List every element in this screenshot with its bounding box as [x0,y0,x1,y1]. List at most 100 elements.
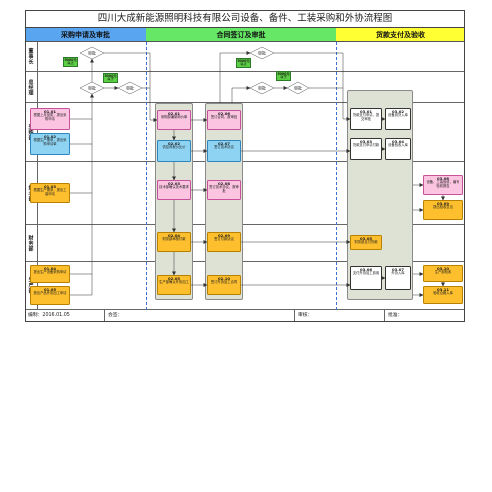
note-line: 5000元 [64,57,77,62]
step-code: 02.02 [167,140,180,146]
approval-note: 5000元 以下 [103,73,118,83]
step-code: 03.09 [436,200,449,206]
lane-label: 生产部 [28,277,35,294]
step-text: 货款支付申请，提交审批 [352,113,380,122]
step-text: 根据上月品质，提出采购申请 [33,113,67,122]
step-code: 03.11 [436,286,449,292]
step-code: 01.05 [43,286,56,292]
step-code: 03.06 [359,266,372,272]
step-text: 生产部验收 [434,270,452,275]
step-text: 设备、工装验收，编写验收报告 [426,180,460,189]
approval-note: 5000元 以上 [236,58,251,68]
step-text: 根据生产需求，提出工装申请 [33,188,67,197]
page-title: 四川大成新能源照明科技有限公司设备、备件、工装采购和外协流程图 [25,10,465,28]
step-text: 支付外协加工费用 [352,271,380,276]
phase-header-payment: 货款支付及验收 [336,28,465,42]
lane-finance: 财务部 [25,225,465,262]
step-code: 02.05 [167,275,180,281]
lane-label-cell: 董事长 [25,42,38,71]
phase-divider [336,42,337,310]
step-code: 03.07 [391,266,404,272]
step-code: 02.03 [167,180,180,186]
step-text: 设备验收入库 [388,143,408,148]
step-text: 签订技术协议，报审批 [209,185,239,194]
step-code: 03.08 [436,175,449,181]
footer-approve: 批准： [388,313,403,318]
step-code: 03.01 [359,108,372,114]
step-text: 签订付款协议 [214,237,234,242]
lane-production: 生产部 [25,262,465,310]
step-code: 02.10 [217,275,230,281]
step-code: 03.02 [391,108,404,114]
note-line: 以上 [240,62,247,67]
step-code: 01.01 [43,108,56,114]
lane-label-cell: 财务部 [25,225,38,261]
lane-label: 总经理 [27,78,34,96]
approval-note: 5000元 以上 [63,57,78,67]
phase-header-purchase: 采购申请及审批 [25,28,146,42]
step-text: 生产部确认外协加工 [159,280,189,285]
step-text: 财务部审核付款 [162,237,186,242]
step-code: 02.06 [217,110,230,116]
step-code: 03.10 [436,265,449,271]
lane-label-cell: 采购部 [25,103,38,161]
note-line: 以下 [107,77,114,82]
step-code: 03.05 [359,235,372,241]
step-code: 02.08 [217,180,230,186]
step-text: 验收合格入库 [433,291,453,296]
lane-label: 董事长 [27,48,34,65]
step-code: 02.09 [217,232,230,238]
step-text: 技术部确认技术要求 [159,185,189,190]
lane-label-cell: 生产部 [25,262,38,309]
step-code: 01.04 [43,265,56,271]
footer-prepared: 编制：2016.01.05 [25,310,105,322]
step-text: 设备到货入库 [388,113,408,118]
lane-purchasing: 采购部 [25,103,465,162]
footer-review: 审核： [295,310,385,322]
step-column-02a [155,103,193,300]
step-text: 根据生产需求，提出采购申请单 [33,138,67,147]
step-code: 01.02 [43,133,56,139]
step-code: 02.07 [217,140,230,146]
phase-divider [146,42,147,310]
phase-header-contract: 合同签订及审批 [146,28,336,42]
step-column-02b [205,103,243,300]
approval-note: 5000元 以下 [276,71,291,81]
step-code: 01.03 [43,183,56,189]
step-text: 签订技术协议 [214,145,234,150]
step-code: 03.03 [359,138,372,144]
step-text: 提出生产设备采购申请 [33,270,67,275]
step-text: 供应商报价比价 [162,145,186,150]
lane-label-cell: 总经理 [25,72,38,102]
step-code: 02.04 [167,232,180,238]
note-line: 以下 [280,75,287,80]
step-text: 提出验收意见 [433,205,453,210]
step-text: 提出产品外协加工申请 [33,291,67,296]
step-text: 外协入库 [391,271,405,276]
